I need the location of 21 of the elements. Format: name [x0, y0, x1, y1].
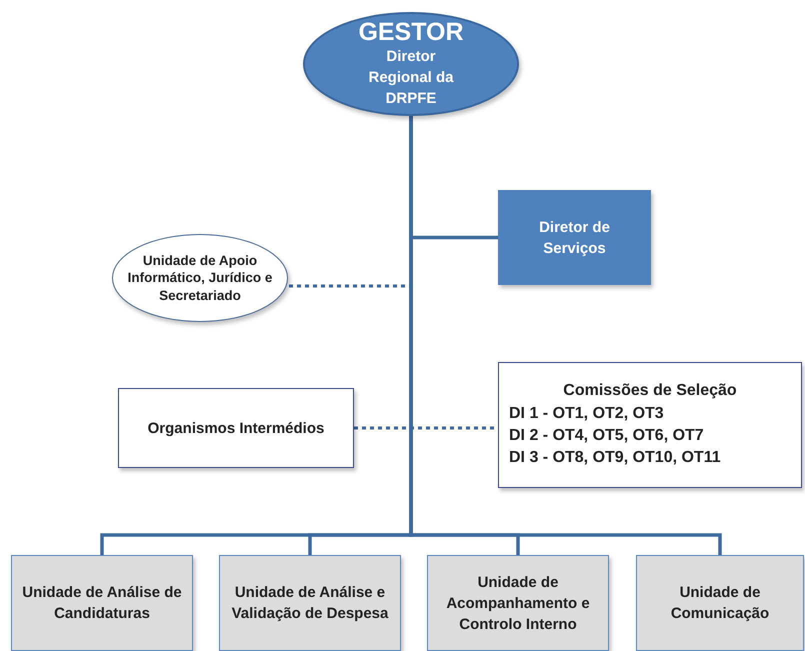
box-label: Unidade de Análise de Candidaturas — [21, 583, 183, 624]
box-label: DI 1 - OT1, OT2, OT3 — [509, 404, 664, 424]
box-label: Organismos Intermédios — [148, 418, 324, 438]
box-heading: GESTOR — [358, 18, 464, 46]
box-label: Diretor de Serviços — [538, 218, 611, 258]
organism-box — [118, 388, 354, 468]
box-heading: Comissões de Seleção — [563, 381, 737, 402]
unit-box — [219, 555, 401, 651]
box-label: Unidade de Apoio Informático, Jurídico e Secretariado — [126, 252, 274, 304]
unit-box — [636, 555, 804, 651]
director-box — [498, 190, 651, 285]
unit-box — [11, 555, 193, 651]
box-label: Unidade de Acompanhamento e Controlo Interno — [445, 572, 591, 634]
committee-box — [498, 362, 802, 488]
box-label: DI 2 - OT4, OT5, OT6, OT7 — [509, 426, 704, 446]
box-label: Diretor Regional da DRPFE — [367, 47, 454, 110]
box-label: Unidade de Análise e Validação de Despesa — [230, 583, 390, 624]
box-label: DI 3 - OT8, OT9, OT10, OT11 — [509, 448, 721, 468]
box-label: Unidade de Comunicação — [670, 583, 770, 624]
unit-box — [427, 555, 609, 651]
connector-line — [409, 116, 722, 555]
